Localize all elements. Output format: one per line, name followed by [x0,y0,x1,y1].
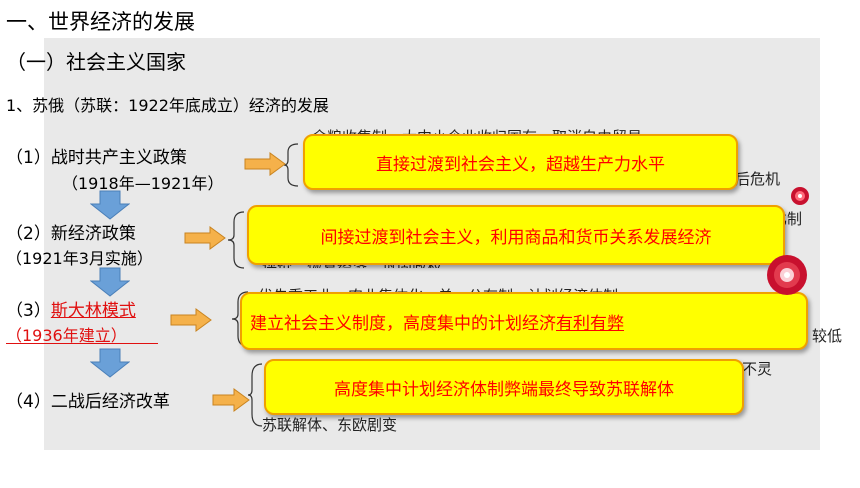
bracket-4 [248,363,263,427]
arrow-right-2 [184,226,226,250]
item-4-label: （4）二战后经济改革 [6,392,170,412]
bracket-1 [284,143,299,187]
item-3-prefix: （3） [6,301,51,321]
item-3-label: （3）斯大林模式 [6,296,136,321]
arrow-down-3 [90,348,130,378]
callout-3-text: 建立社会主义制度，高度集中的计划经济 [250,313,556,334]
arrow-down-1 [90,190,130,220]
arrow-right-1 [244,152,286,176]
item-2-date: （1921年3月实施） [6,249,153,268]
item-4-content-right: 不灵 [742,360,773,378]
bracket-3 [232,291,249,347]
callout-2-text: 间接过渡到社会主义，利用商品和货币关系发展经济 [320,227,712,248]
callout-3: 建立社会主义制度，高度集中的计划经济有利有弊 [240,292,808,350]
callout-3-emphasis: 有利有弊 [556,313,624,334]
arrow-down-2 [90,267,130,297]
flower-icon [791,187,809,205]
flower-icon-large [767,255,807,295]
arrow-right-3 [170,308,212,332]
item-2-label: （2）新经济政策 [6,224,136,244]
item-3-content-right: 较低 [812,327,843,345]
callout-2: 间接过渡到社会主义，利用商品和货币关系发展经济 [247,205,785,265]
callout-4: 高度集中计划经济体制弊端最终导致苏联解体 [264,359,744,415]
section-heading: 1、苏俄（苏联：1922年底成立）经济的发展 [6,96,329,115]
arrow-right-4 [212,388,250,412]
callout-4-text: 高度集中计划经济体制弊端最终导致苏联解体 [334,379,674,400]
section-subtitle: （一）社会主义国家 [6,50,186,74]
item-3-name: 斯大林模式 [50,301,136,321]
callout-1-text: 直接过渡到社会主义，超越生产力水平 [376,154,665,175]
item-1-content-right: 后危机 [735,170,781,188]
item-3-underline [6,343,158,344]
item-1-date: （1918年—1921年） [62,174,224,193]
page-title: 一、世界经济的发展 [6,10,195,34]
item-1-label: （1）战时共产主义政策 [6,148,187,168]
item-4-content-bottom: 苏联解体、东欧剧变 [262,416,398,434]
callout-1: 直接过渡到社会主义，超越生产力水平 [303,134,738,190]
item-3-date: （1936年建立） [6,326,127,345]
bracket-2 [228,211,245,269]
